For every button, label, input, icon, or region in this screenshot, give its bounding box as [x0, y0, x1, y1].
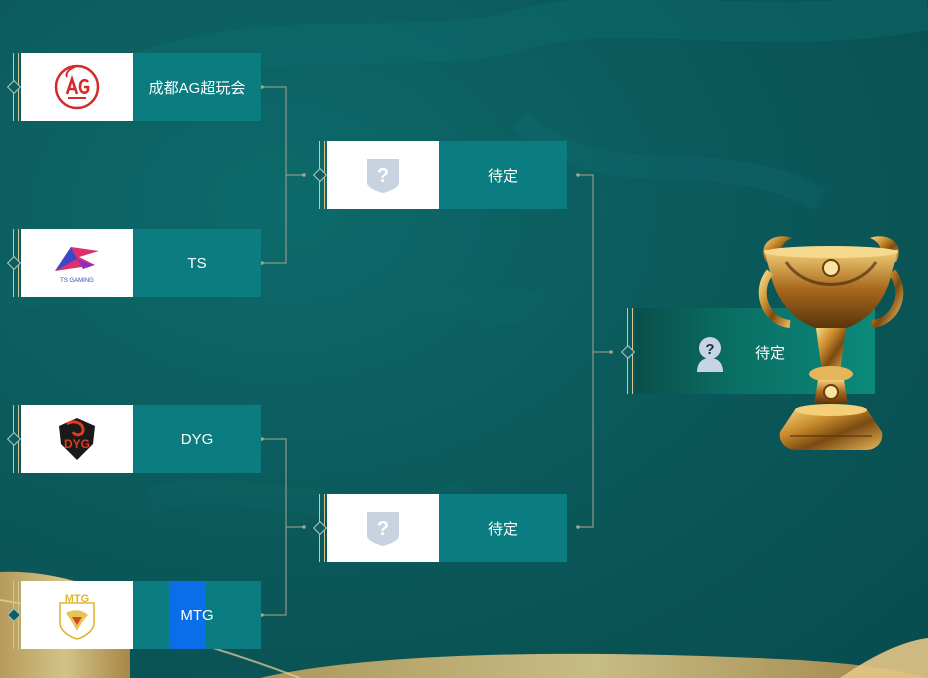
team-name: 待定: [487, 520, 518, 538]
team-logo-box: MTG: [21, 581, 133, 649]
selection-highlight: [169, 581, 206, 649]
trophy-icon: [758, 236, 904, 450]
team-name: DYG: [180, 430, 214, 448]
ag-logo-icon: [54, 64, 100, 110]
team-card-ag[interactable]: 成都AG超玩会: [6, 53, 261, 121]
team-logo-box: TS GAMING: [21, 229, 133, 297]
unknown-team-icon: ?: [367, 512, 399, 546]
team-name: MTG: [180, 606, 214, 624]
team-logo-box: [21, 53, 133, 121]
team-card-mtg[interactable]: MTG MTG: [6, 581, 261, 649]
team-name: 待定: [487, 167, 518, 185]
team-name-box: MTG: [133, 581, 261, 649]
semifinal-card-2[interactable]: ? 待定: [312, 494, 567, 562]
team-name: TS: [187, 254, 207, 272]
team-card-ts[interactable]: TS GAMING TS: [6, 229, 261, 297]
semifinal-card-1[interactable]: ? 待定: [312, 141, 567, 209]
final-team-name: 待定: [755, 345, 786, 362]
svg-text:DYG: DYG: [64, 437, 90, 451]
svg-text:?: ?: [377, 518, 389, 540]
svg-text:MTG: MTG: [65, 593, 89, 605]
unknown-team-icon: ?: [367, 159, 399, 193]
team-name: 成都AG超玩会: [148, 79, 246, 97]
team-card-dyg[interactable]: DYG DYG: [6, 405, 261, 473]
team-name-box: 成都AG超玩会: [133, 53, 261, 121]
team-logo-box: ?: [327, 494, 439, 562]
team-name-box: 待定: [439, 494, 567, 562]
unknown-player-icon: ?: [697, 337, 723, 372]
team-logo-box: ?: [327, 141, 439, 209]
svg-text:?: ?: [377, 165, 389, 187]
svg-text:TS GAMING: TS GAMING: [60, 278, 94, 284]
team-name-box: 待定: [439, 141, 567, 209]
mtg-logo-icon: MTG: [59, 593, 95, 640]
team-name-box: TS: [133, 229, 261, 297]
team-logo-box: DYG: [21, 405, 133, 473]
ts-gaming-logo-icon: TS GAMING: [55, 247, 99, 284]
dyg-logo-icon: DYG: [59, 418, 95, 460]
team-name-box: DYG: [133, 405, 261, 473]
svg-text:?: ?: [705, 341, 714, 358]
